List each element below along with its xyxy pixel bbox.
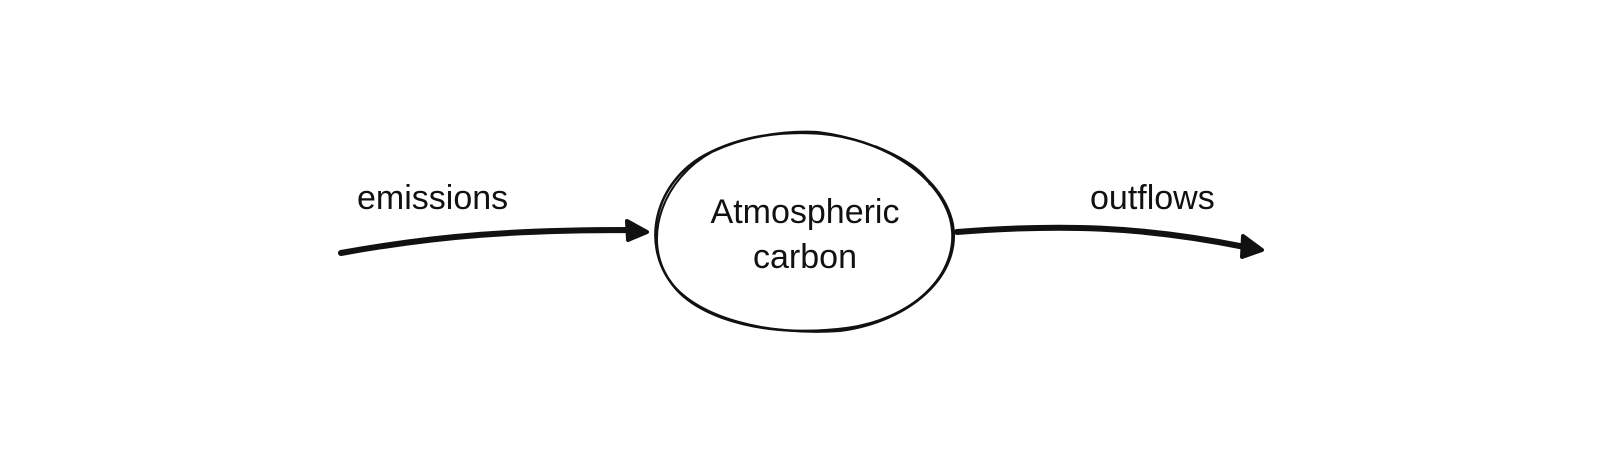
node-outline-secondary xyxy=(655,130,956,333)
node-outline-accent xyxy=(874,145,931,186)
inflow-arrow-head xyxy=(625,219,649,242)
inflow-arrow-shaft xyxy=(338,226,643,256)
outflow-arrow-head xyxy=(1240,234,1264,259)
outflow-label: outflows xyxy=(1090,179,1215,217)
node-label: Atmospheric carbon xyxy=(655,190,955,280)
outflow-arrow xyxy=(954,224,1264,259)
inflow-label: emissions xyxy=(357,179,509,217)
inflow-arrow xyxy=(338,219,649,256)
outflow-arrow-shaft xyxy=(954,224,1248,250)
atmospheric-carbon-node xyxy=(654,130,956,333)
node-label-line-1: Atmospheric xyxy=(710,193,900,231)
node-label-line-2: carbon xyxy=(753,238,857,276)
